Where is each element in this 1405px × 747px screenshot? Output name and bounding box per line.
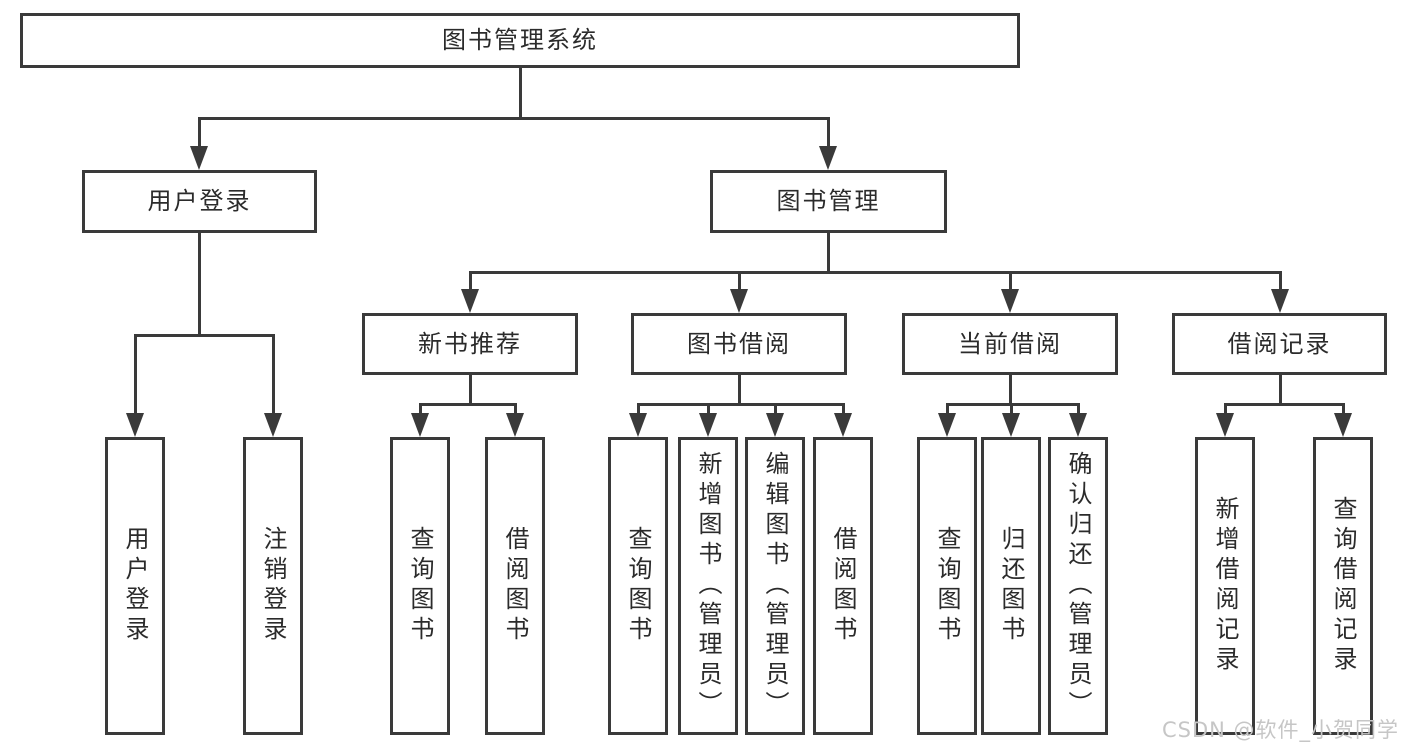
connector-line [946, 403, 1080, 406]
connector-line [272, 334, 275, 414]
node-current-borrow: 当前借阅 [902, 313, 1118, 375]
connector-line [419, 403, 517, 406]
leaf-borrow-books-label: 借阅图书 [829, 526, 857, 646]
connector-line [519, 67, 522, 118]
node-book-management-label: 图书管理 [776, 187, 881, 216]
leaf-query-borrow-record: 查询借阅记录 [1313, 437, 1373, 735]
connector-line [946, 403, 949, 415]
arrowhead-icon [461, 289, 479, 313]
arrowhead-icon [1271, 289, 1289, 313]
leaf-edit-book-admin-label: 编辑图书（管理员） [761, 451, 789, 721]
arrowhead-icon [1216, 413, 1234, 437]
connector-line [774, 403, 777, 415]
connector-line [637, 403, 845, 406]
connector-line [198, 117, 201, 149]
arrowhead-icon [126, 413, 144, 437]
node-user-login-label: 用户登录 [147, 187, 252, 216]
node-current-borrow-label: 当前借阅 [958, 329, 1062, 358]
arrowhead-icon [190, 146, 208, 170]
leaf-borrow-books: 借阅图书 [813, 437, 873, 735]
leaf-borrow-books-recommend: 借阅图书 [485, 437, 545, 735]
arrowhead-icon [411, 413, 429, 437]
connector-line [827, 117, 830, 149]
node-book-management: 图书管理 [710, 170, 947, 233]
node-root-label: 图书管理系统 [442, 26, 598, 55]
arrowhead-icon [730, 289, 748, 313]
connector-line [514, 403, 517, 415]
node-new-book-recommend: 新书推荐 [362, 313, 578, 375]
connector-line [827, 233, 830, 274]
connector-line [1010, 403, 1013, 415]
leaf-borrow-books-recommend-label: 借阅图书 [501, 526, 529, 646]
connector-line [1009, 271, 1012, 291]
leaf-query-books-recommend: 查询图书 [390, 437, 450, 735]
leaf-logout: 注销登录 [243, 437, 303, 735]
connector-line [469, 375, 472, 406]
node-book-borrow-label: 图书借阅 [687, 329, 791, 358]
leaf-return-book-label: 归还图书 [997, 526, 1025, 646]
connector-line [198, 117, 830, 120]
leaf-query-books-current-label: 查询图书 [933, 526, 961, 646]
arrowhead-icon [1001, 289, 1019, 313]
arrowhead-icon [1002, 413, 1020, 437]
leaf-query-borrow-record-label: 查询借阅记录 [1329, 496, 1357, 676]
leaf-return-book: 归还图书 [981, 437, 1041, 735]
arrowhead-icon [629, 413, 647, 437]
connector-line [738, 271, 741, 291]
arrowhead-icon [819, 146, 837, 170]
arrowhead-icon [938, 413, 956, 437]
arrowhead-icon [506, 413, 524, 437]
arrowhead-icon [834, 413, 852, 437]
connector-line [134, 334, 275, 337]
leaf-add-borrow-record-label: 新增借阅记录 [1211, 496, 1239, 676]
node-borrow-records: 借阅记录 [1172, 313, 1387, 375]
connector-line [419, 403, 422, 415]
leaf-edit-book-admin: 编辑图书（管理员） [745, 437, 805, 735]
connector-line [1077, 403, 1080, 415]
connector-line [738, 375, 741, 406]
connector-line [469, 271, 472, 291]
leaf-user-login: 用户登录 [105, 437, 165, 735]
arrowhead-icon [699, 413, 717, 437]
leaf-query-books-recommend-label: 查询图书 [406, 526, 434, 646]
connector-line [1279, 375, 1282, 406]
leaf-confirm-return-admin-label: 确认归还（管理员） [1064, 451, 1092, 721]
node-user-login: 用户登录 [82, 170, 317, 233]
connector-line [469, 271, 1282, 274]
node-borrow-records-label: 借阅记录 [1227, 329, 1332, 358]
leaf-query-books-current: 查询图书 [917, 437, 977, 735]
node-root: 图书管理系统 [20, 13, 1020, 68]
arrowhead-icon [766, 413, 784, 437]
leaf-add-book-admin-label: 新增图书（管理员） [694, 451, 722, 721]
arrowhead-icon [1334, 413, 1352, 437]
connector-line [134, 334, 137, 414]
leaf-confirm-return-admin: 确认归还（管理员） [1048, 437, 1108, 735]
connector-line [1279, 271, 1282, 291]
leaf-add-book-admin: 新增图书（管理员） [678, 437, 738, 735]
arrowhead-icon [1069, 413, 1087, 437]
leaf-query-books-borrow-label: 查询图书 [624, 526, 652, 646]
leaf-user-login-label: 用户登录 [121, 526, 149, 646]
connector-line [1009, 375, 1012, 406]
connector-line [1224, 403, 1345, 406]
connector-line [1342, 403, 1345, 415]
leaf-logout-label: 注销登录 [259, 526, 287, 646]
connector-line [1224, 403, 1227, 415]
connector-line [637, 403, 640, 415]
node-new-book-recommend-label: 新书推荐 [418, 329, 522, 358]
connector-line [707, 403, 710, 415]
connector-line [842, 403, 845, 415]
leaf-add-borrow-record: 新增借阅记录 [1195, 437, 1255, 735]
connector-line [198, 233, 201, 336]
node-book-borrow: 图书借阅 [631, 313, 847, 375]
csdn-watermark: CSDN @软件_小贺同学 [1162, 718, 1400, 742]
leaf-query-books-borrow: 查询图书 [608, 437, 668, 735]
arrowhead-icon [264, 413, 282, 437]
